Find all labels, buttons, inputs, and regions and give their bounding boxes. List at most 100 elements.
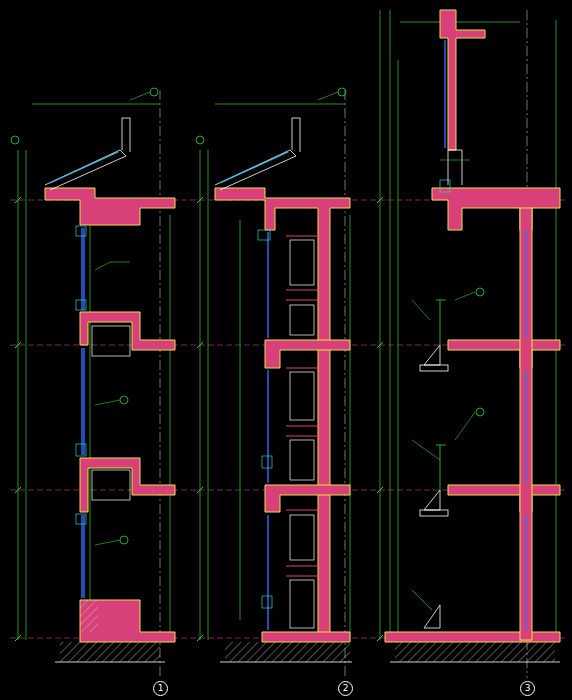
window-glazing	[83, 228, 84, 310]
dimension-line	[398, 60, 399, 640]
leader-line	[95, 92, 475, 610]
dimension-tick	[197, 342, 203, 348]
section-number: 2	[343, 684, 349, 693]
cabinet-box	[290, 580, 314, 628]
callout-marker	[476, 408, 484, 416]
frame-outline	[76, 226, 86, 236]
roof-slope	[45, 150, 126, 190]
ground-line	[390, 662, 560, 663]
dimension-line	[18, 10, 556, 640]
dimension-tick	[15, 342, 21, 348]
cabinet-box	[92, 326, 130, 356]
ac-bracket	[424, 345, 440, 365]
leader-line	[95, 540, 120, 545]
dimension-line	[208, 150, 209, 640]
leader-line	[130, 92, 150, 100]
window-glazing	[525, 370, 526, 483]
dimension-line	[200, 150, 201, 640]
dimension-line	[390, 10, 391, 640]
frame-outline	[76, 180, 450, 608]
concrete-member	[265, 340, 350, 368]
concrete-member	[215, 188, 350, 640]
concrete-member	[45, 10, 560, 642]
concrete-member	[45, 188, 175, 225]
leader-line	[440, 160, 470, 161]
cabinet-frame	[286, 236, 318, 576]
cabinet-box	[92, 240, 314, 628]
callout-marker	[11, 88, 484, 544]
dimension-tick	[15, 635, 21, 641]
window-glazing	[525, 230, 526, 338]
ground-hatch	[395, 642, 555, 662]
ground-line	[55, 662, 560, 663]
dimension-tick	[15, 487, 21, 493]
section-mark-circle: 2	[338, 681, 353, 696]
fill-hatch	[80, 600, 98, 632]
roof-slope	[215, 150, 296, 190]
concrete-member	[80, 600, 175, 642]
callout-marker	[11, 136, 19, 144]
concrete-member	[448, 340, 560, 368]
dimension-tick	[15, 197, 21, 203]
section-number: 3	[525, 684, 531, 693]
concrete-member	[440, 10, 485, 150]
grid-axis	[345, 90, 346, 678]
ground-line	[55, 662, 165, 663]
window-glazing	[82, 40, 526, 630]
concrete-member	[520, 208, 532, 640]
window-glazing	[83, 348, 84, 455]
callout-marker	[338, 88, 346, 96]
dimension-line	[556, 20, 557, 640]
grid-axis	[160, 90, 161, 678]
insulation-layer	[50, 152, 288, 183]
concrete-member	[80, 312, 175, 350]
dimension-tick	[197, 197, 203, 203]
leader-line	[455, 292, 475, 300]
dimension-tick	[197, 635, 203, 641]
callout-marker	[120, 396, 128, 404]
roof-slope	[292, 118, 300, 152]
leader-line	[455, 412, 475, 440]
dimension-line	[240, 220, 241, 620]
dimension-line	[215, 104, 345, 105]
ac-bracket	[424, 605, 440, 628]
dimension-tick	[377, 342, 383, 348]
ac-bracket	[420, 345, 448, 628]
ac-bracket	[424, 490, 440, 510]
frame-outline	[76, 514, 86, 524]
callout-marker	[120, 536, 128, 544]
leader-line	[412, 590, 432, 610]
ac-bracket	[420, 510, 448, 516]
roof-slope	[45, 118, 462, 190]
dimension-tick	[377, 635, 383, 641]
ground-hatch	[60, 642, 160, 662]
ac-bracket	[420, 365, 448, 371]
section-mark-circle: 3	[520, 681, 535, 696]
dimension-tick	[377, 487, 383, 493]
window-glazing	[267, 515, 268, 630]
window-glazing	[81, 228, 82, 310]
dimension-line	[90, 220, 91, 620]
cabinet-box	[92, 470, 130, 500]
ground-hatch	[225, 642, 350, 662]
cabinet-frame	[286, 236, 318, 576]
leader-line	[412, 440, 440, 460]
frame-outline	[262, 596, 272, 608]
leader-line	[412, 300, 430, 320]
concrete-member	[448, 485, 560, 512]
leader-line	[95, 400, 120, 405]
cabinet-box	[290, 440, 314, 480]
level-line	[10, 200, 565, 638]
dimension-line	[400, 22, 520, 23]
frame-outline	[76, 444, 86, 456]
dimension-line	[380, 10, 381, 640]
frame-outline	[76, 300, 86, 310]
insulation-layer	[50, 152, 118, 183]
cabinet-box	[290, 240, 314, 285]
window-glazing	[267, 370, 268, 483]
railing	[436, 300, 446, 490]
callout-marker	[476, 288, 484, 296]
callout-marker	[150, 88, 158, 96]
